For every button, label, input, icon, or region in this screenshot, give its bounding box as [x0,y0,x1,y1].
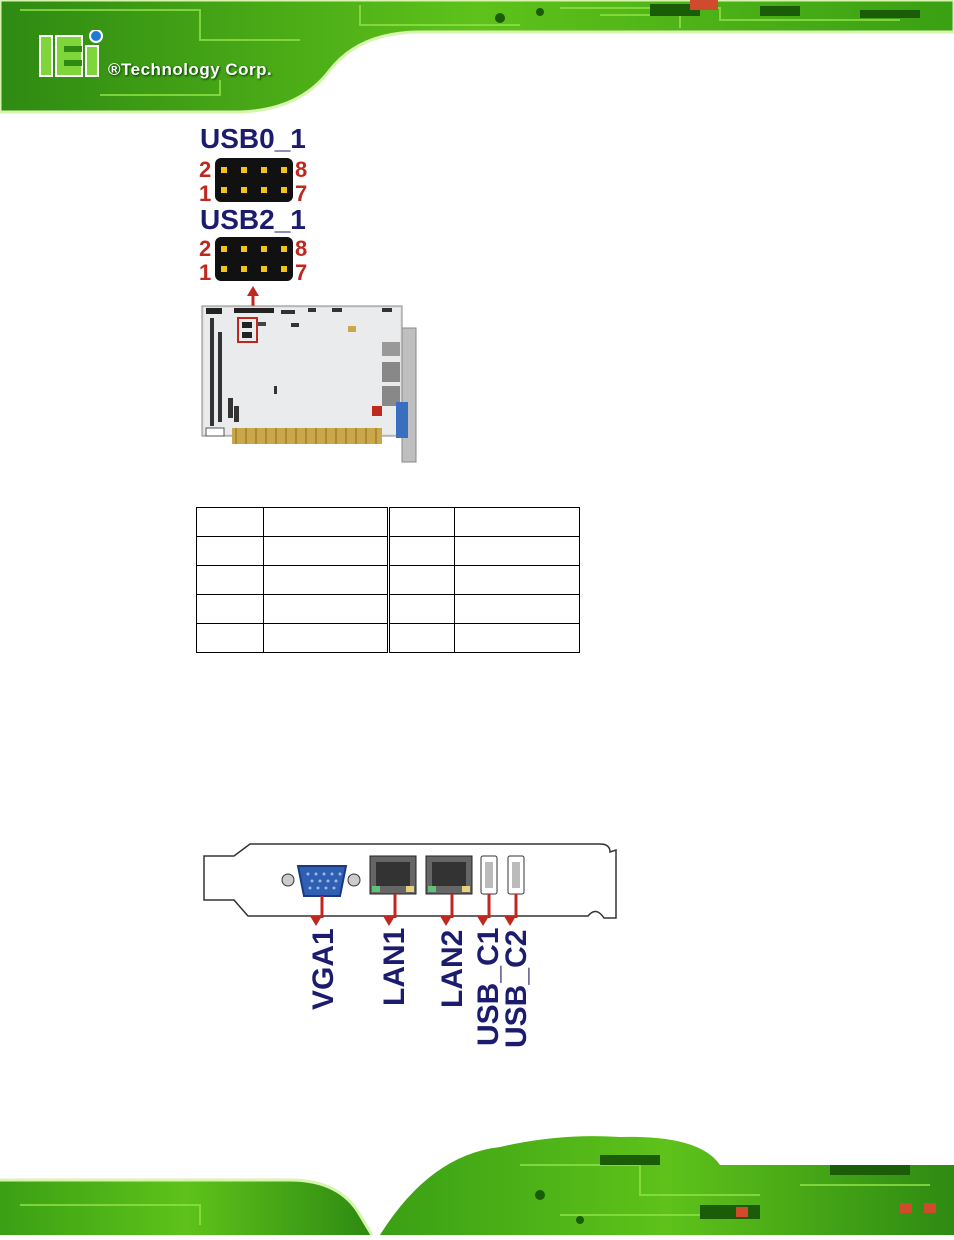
table-cell [263,565,389,595]
table-cell [454,507,580,537]
table-cell [387,565,455,595]
table-cell [454,536,580,566]
table-row [196,565,580,595]
connector-label-usb0-1: USB0_1 [200,123,306,154]
table-row [196,507,580,537]
table-cell [454,594,580,624]
iei-logo-icon [39,29,103,77]
table-cell [387,507,455,537]
table-cell [196,623,264,653]
pin-number: 2 [199,157,212,182]
port-label-lan1: LAN1 [378,927,411,1006]
pin-header-usb2-1-icon [215,237,293,281]
pin-number: 7 [295,181,308,206]
pin-assignment-table [196,507,580,653]
table-cell [196,536,264,566]
pin-number: 8 [295,157,308,182]
table-cell [263,536,389,566]
table-cell [263,594,389,624]
board-layout-diagram [201,286,417,463]
table-row [196,536,580,566]
table-cell [196,507,264,537]
port-label-usb-c2: USB_C2 [500,929,533,1048]
company-tagline: ®Technology Corp. [108,60,273,79]
pin-number: 7 [295,260,308,285]
port-arrowheads [310,916,516,926]
table-cell [387,623,455,653]
table-cell [263,623,389,653]
table-cell [454,623,580,653]
table-cell [387,536,455,566]
page-footer [0,1125,954,1236]
page-header: ®Technology Corp. [0,0,954,120]
pin-number: 1 [199,260,212,285]
port-label-lan2: LAN2 [436,929,469,1008]
table-cell [263,507,389,537]
header-pcb-graphic [0,0,954,114]
table-cell [196,594,264,624]
rear-panel-bracket-diagram [203,843,617,919]
pin-number: 2 [199,236,212,261]
table-cell [196,565,264,595]
pin-header-usb0-1-icon [215,158,293,202]
table-cell [454,565,580,595]
company-logo [38,29,108,85]
connector-label-usb2-1: USB2_1 [200,204,306,235]
port-label-vga1: VGA1 [307,928,340,1010]
table-row [196,594,580,624]
table-cell [387,594,455,624]
footer-pcb-graphic [0,1136,954,1236]
pin-number: 1 [199,181,212,206]
pin-number: 8 [295,236,308,261]
table-row [196,623,580,653]
